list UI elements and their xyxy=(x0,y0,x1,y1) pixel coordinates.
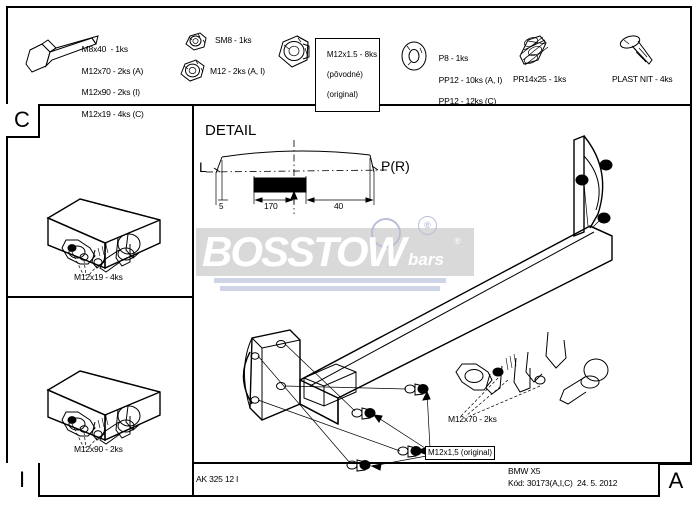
main-assembly-drawing xyxy=(242,134,613,472)
hex-bolt-icon xyxy=(25,35,99,73)
part-label-plastic-rivet: PLAST NIT - 4ks xyxy=(612,74,673,84)
detail-dim-mid: 170 xyxy=(264,201,278,211)
spring-icon xyxy=(519,35,549,66)
panel-i-drawing xyxy=(46,370,161,449)
small-nut-icon xyxy=(185,32,207,51)
watermark-sub: bars xyxy=(408,250,444,269)
panel-c-drawing xyxy=(46,198,161,277)
watermark-ring xyxy=(371,218,401,248)
washer-icon xyxy=(401,41,427,71)
main-note-bolt: M12x70 - 2ks xyxy=(448,414,497,424)
part-label-m12x15: M12x1.5 - 8ks (pôvodné) (original) xyxy=(315,38,381,112)
brand-watermark: ® BOSSTOW ® bars xyxy=(196,216,486,291)
panel-c-note: M12x19 - 4ks xyxy=(74,272,123,282)
detail-dim-small: 5 xyxy=(219,202,224,211)
watermark-registered: ® xyxy=(454,236,461,246)
part-m12x15-line-1: M12x1.5 - 8ks xyxy=(326,50,378,59)
hex-nut-icon xyxy=(180,59,205,82)
part-label-m12-nut: M12 - 2ks (A, I) xyxy=(210,66,265,76)
divider-panels xyxy=(6,296,192,298)
part-washer-line-1: P8 - 1ks xyxy=(438,52,469,63)
panel-marker-c: C xyxy=(6,104,40,138)
large-hex-nut-icon xyxy=(278,35,310,68)
sheet-marker: A xyxy=(658,463,692,497)
part-label-spring: PR14x25 - 1ks xyxy=(513,74,567,84)
exploded-fasteners xyxy=(346,383,429,472)
part-washer-line-2: PP12 - 10ks (A, I) xyxy=(438,74,503,85)
divider-left-column xyxy=(192,104,194,497)
watermark-underline-2 xyxy=(220,286,440,291)
detail-label-right: P(R) xyxy=(381,158,410,174)
part-m12x15-line-2: (pôvodné) xyxy=(326,70,363,79)
code-line: Kód: 30173(A,I,C) 24. 5. 2012 xyxy=(508,478,618,488)
part-washer-line-3: PP12 - 12ks (C) xyxy=(438,96,497,107)
part-m12x15-line-3: (original) xyxy=(326,90,359,99)
panel-marker-c-label: C xyxy=(14,107,30,132)
panel-marker-i: I xyxy=(6,463,40,497)
part-bolt-line-4: M12x19 - 4ks (C) xyxy=(81,109,144,120)
drawing-border xyxy=(6,6,692,497)
watermark-brand: BOSSTOW xyxy=(202,228,406,275)
detail-dim-right: 40 xyxy=(334,201,344,211)
part-label-washer: P8 - 1ks PP12 - 10ks (A, I) PP12 - 12ks … xyxy=(430,42,503,118)
detail-title: DETAIL xyxy=(205,122,257,139)
panel-i-note: M12x90 - 2ks xyxy=(74,444,123,454)
main-note-original: M12x1,5 (original) xyxy=(425,446,496,460)
divider-title-block xyxy=(192,462,692,464)
part-label-bolt: M8x40 - 1ks M12x70 - 2ks (A) M12x90 - 2k… xyxy=(73,33,144,131)
part-bolt-line-1: M8x40 - 1ks xyxy=(81,43,128,54)
sheet-marker-label: A xyxy=(668,468,684,493)
part-label-sm8: SM8 - 1ks xyxy=(215,35,252,45)
panel-marker-i-label: I xyxy=(18,467,26,492)
part-bolt-line-3: M12x90 - 2ks (I) xyxy=(81,87,140,98)
watermark-underline-1 xyxy=(214,278,446,283)
watermark-registered-ring: ® xyxy=(418,216,437,235)
detail-label-left: L xyxy=(199,159,207,175)
plastic-rivet-icon xyxy=(619,35,653,65)
vehicle-name: BMW X5 xyxy=(508,466,541,476)
watermark-band xyxy=(196,228,474,276)
part-bolt-line-2: M12x70 - 2ks (A) xyxy=(81,65,144,76)
drawing-number: AK 325 12 I xyxy=(196,474,239,484)
detail-diagram xyxy=(205,140,389,214)
